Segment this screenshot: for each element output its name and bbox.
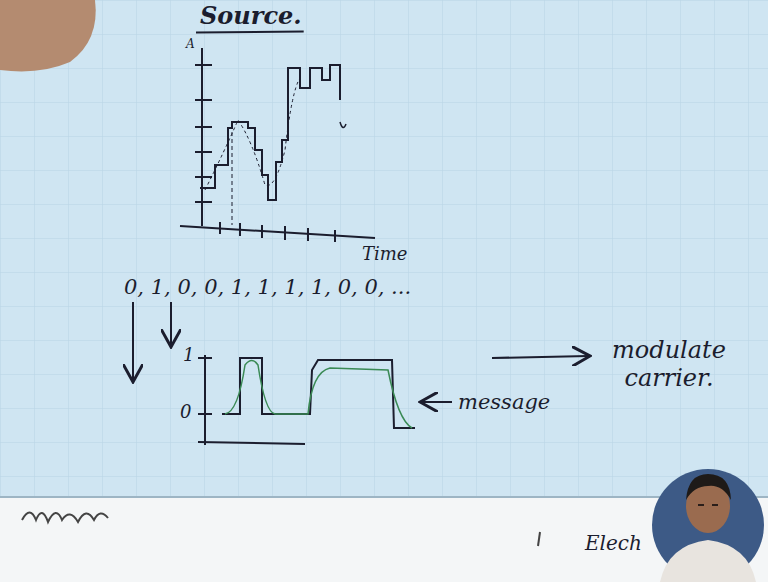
pen-mark: [538, 532, 540, 546]
lower-sheet: [0, 497, 768, 582]
scribble: [22, 513, 108, 523]
level-label: 1: [183, 345, 194, 366]
title-underline: [196, 32, 304, 33]
signal-name: message: [458, 390, 550, 414]
finger: [0, 0, 96, 71]
down-arrows: [133, 302, 171, 380]
lower-sheet-edge: [0, 496, 768, 498]
slide-title: Source.: [200, 2, 302, 30]
axis-label: A: [186, 38, 195, 52]
paper-grid: [0, 0, 768, 500]
presenter: [652, 469, 764, 582]
modulate-arrow: [492, 356, 588, 358]
digital-plot: [198, 355, 415, 445]
message-pointer: [422, 401, 452, 403]
bit-sequence: 0, 1, 0, 0, 1, 1, 1, 1, 0, 0, ...: [124, 275, 411, 299]
level-label: 0: [180, 402, 191, 423]
note: modulate carrier.: [594, 337, 744, 392]
axis-label: Time: [362, 244, 407, 265]
analog-plot: [180, 48, 375, 242]
cut-off-text: Elech: [585, 532, 642, 555]
